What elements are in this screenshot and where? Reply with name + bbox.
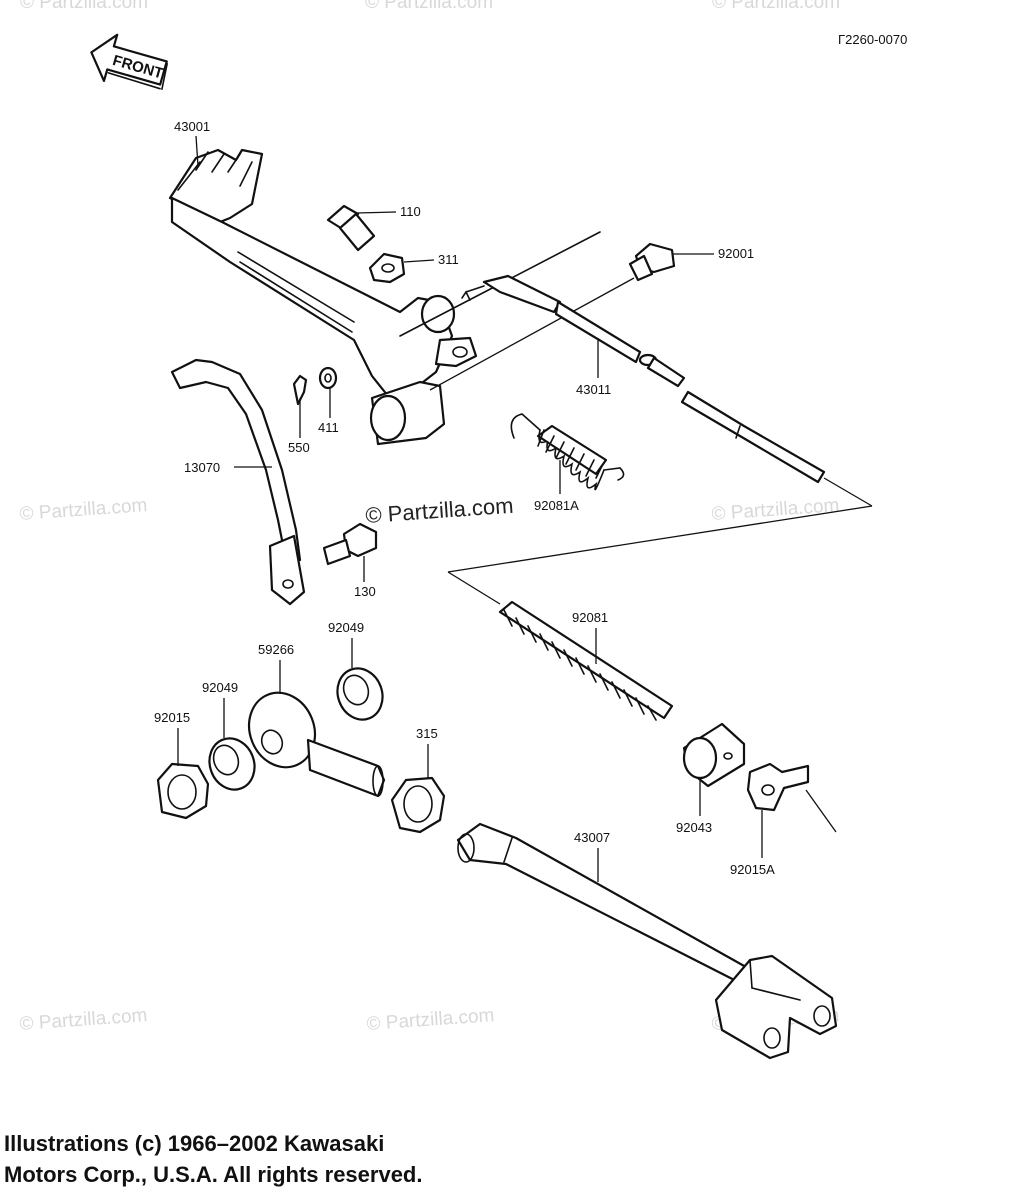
part-label-92081: 92081 xyxy=(572,610,608,625)
part-label-130: 130 xyxy=(354,584,376,599)
rod-43011 xyxy=(482,274,826,484)
part-label-43011: 43011 xyxy=(576,382,611,397)
washer-92049-top xyxy=(336,667,384,721)
washer-92049-left xyxy=(208,737,256,791)
collar-315 xyxy=(390,776,446,834)
nut-311 xyxy=(368,252,406,284)
copyright-line-2: Motors Corp., U.S.A. All rights reserved… xyxy=(4,1162,423,1187)
part-label-59266: 59266 xyxy=(258,642,294,657)
part-label-550: 550 xyxy=(288,440,310,455)
bolt-92001 xyxy=(628,242,676,282)
part-label-92015: 92015 xyxy=(154,710,190,725)
joint-92043 xyxy=(682,722,746,788)
diagram-code: Γ2260-0070 xyxy=(838,32,907,47)
watermark: © Partzilla.com xyxy=(366,1005,495,1035)
watermark: © Partzilla.com xyxy=(19,1005,148,1035)
cotter-pin-550 xyxy=(292,374,308,406)
part-label-43007: 43007 xyxy=(574,830,610,845)
part-label-110: 110 xyxy=(400,204,421,219)
copyright-line-1: Illustrations (c) 1966–2002 Kawasaki xyxy=(4,1131,385,1156)
front-arrow-icon: FRONT xyxy=(90,33,168,91)
part-label-311: 311 xyxy=(438,252,459,267)
watermarks: © Partzilla.com © Partzilla.com © Partzi… xyxy=(19,0,840,1035)
washer-411 xyxy=(318,366,338,390)
part-label-92049-top: 92049 xyxy=(328,620,364,635)
spring-92081A xyxy=(510,413,625,491)
part-label-92081A: 92081A xyxy=(534,498,579,513)
rod-end-59266 xyxy=(247,691,386,798)
watermark: © Partzilla.com xyxy=(712,0,840,13)
part-label-315: 315 xyxy=(416,726,438,741)
part-label-13070: 13070 xyxy=(184,460,220,475)
part-label-92043: 92043 xyxy=(676,820,712,835)
part-label-92001: 92001 xyxy=(718,246,754,261)
wing-nut-92015A xyxy=(746,762,837,833)
bolt-130 xyxy=(322,522,378,566)
brake-rod-43007 xyxy=(456,822,838,1060)
brake-pedal-43001 xyxy=(168,148,601,446)
watermark: © Partzilla.com xyxy=(19,495,148,525)
part-label-411: 411 xyxy=(318,420,339,435)
explode-guides xyxy=(447,477,873,605)
copyright-notice: Illustrations (c) 1966–2002 Kawasaki Mot… xyxy=(4,1128,422,1190)
watermark: © Partzilla.com xyxy=(20,0,148,13)
watermark: © Partzilla.com xyxy=(365,0,493,13)
bolt-110 xyxy=(326,204,376,252)
part-label-92015A: 92015A xyxy=(730,862,775,877)
nut-92015 xyxy=(156,762,210,820)
bar-13070 xyxy=(170,358,306,606)
watermark-main: © Partzilla.com xyxy=(365,493,515,528)
part-label-43001: 43001 xyxy=(174,119,210,134)
spring-92081 xyxy=(498,600,674,721)
part-label-92049-left: 92049 xyxy=(202,680,238,695)
